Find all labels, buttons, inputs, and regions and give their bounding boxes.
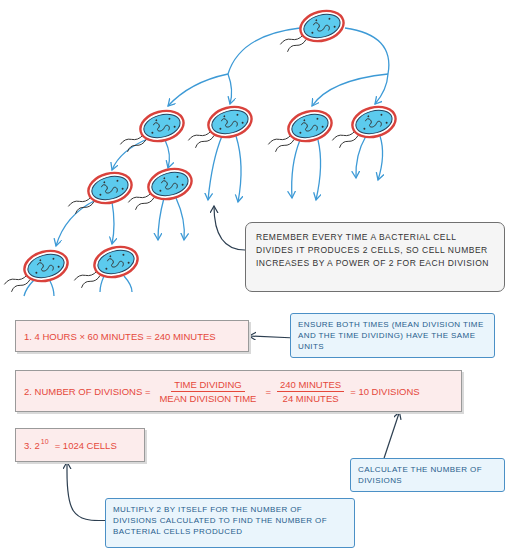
text-group: = [265,386,271,397]
division-arrow [236,136,241,202]
leader-arrow [214,206,245,250]
division-arrow [356,136,366,178]
bacterial-cell [115,106,188,153]
step-box: 2. NUMBER OF DIVISIONS = TIME DIVIDINGMEA… [15,370,462,412]
box-text: CALCULATE THE NUMBER OF DIVISIONS [358,465,482,485]
division-arrow [316,140,321,200]
box-text: = [265,386,271,397]
division-arrow [165,140,169,168]
division-arrow [100,276,104,292]
box-text: 2. NUMBER OF DIVISIONS = [24,386,150,397]
division-arrow [208,136,222,200]
note-box: REMEMBER EVERY TIME A BACTERIAL CELL DIV… [245,222,505,292]
connector-arrow [384,412,399,458]
division-arrow [158,198,164,240]
bacterial-cell [123,164,196,211]
box-text: ENSURE BOTH TIMES (MEAN DIVISION TIME AN… [298,320,484,351]
box-text: = 10 DIVISIONS [350,386,419,397]
text-group: 1. 4 HOURS × 60 MINUTES = 240 MINUTES [24,331,216,342]
exponent: 10 [41,438,49,445]
bacterial-cell [69,242,142,289]
tip-box: MULTIPLY 2 BY ITSELF FOR THE NUMBER OF D… [105,498,355,548]
division-arrow [228,74,232,104]
division-arrow [168,74,228,106]
bacterial-cell [327,102,400,149]
text-group: ENSURE BOTH TIMES (MEAN DIVISION TIME AN… [298,319,487,352]
division-arrow [112,202,114,244]
division-arrow [378,136,383,180]
box-text: 24 MINUTES [280,392,342,404]
text-group: 3. 2 [24,440,40,451]
division-arrow [50,281,54,296]
box-text: 3. 2 [24,440,40,451]
bacterial-cell [263,106,336,153]
connector-arrow [249,336,290,338]
division-arrow [345,28,389,74]
division-arrow [375,74,388,104]
division-arrow [292,140,300,198]
box-text: MEAN DIVISION TIME [156,392,259,404]
box-text: MULTIPLY 2 BY ITSELF FOR THE NUMBER OF D… [113,505,327,536]
text-group: 2. NUMBER OF DIVISIONS = [24,386,150,397]
box-text: = 1024 CELLS [55,440,117,451]
bacterial-cell [63,168,136,215]
division-arrow [112,138,150,170]
text-group: MULTIPLY 2 BY ITSELF FOR THE NUMBER OF D… [113,504,347,537]
box-text: REMEMBER EVERY TIME A BACTERIAL CELL DIV… [256,232,489,268]
step-box: 1. 4 HOURS × 60 MINUTES = 240 MINUTES [15,320,249,352]
division-arrow [312,74,388,106]
connector-arrow [67,462,105,521]
text-group: REMEMBER EVERY TIME A BACTERIAL CELL DIV… [256,231,494,270]
text-group: = 1024 CELLS [55,440,117,451]
division-arrow [176,198,184,240]
box-text: 240 MINUTES [277,379,344,392]
fraction: TIME DIVIDINGMEAN DIVISION TIME [156,379,259,404]
step-box: 3. 210 = 1024 CELLS [15,428,145,462]
division-arrow [56,200,96,246]
bacterial-cell [0,246,71,293]
text-group: CALCULATE THE NUMBER OF DIVISIONS [358,464,497,486]
box-text: TIME DIVIDING [171,379,245,392]
text-group: = 10 DIVISIONS [350,386,419,397]
fraction: 240 MINUTES24 MINUTES [277,379,344,404]
division-arrow [228,28,300,74]
box-text: 1. 4 HOURS × 60 MINUTES = 240 MINUTES [24,331,216,342]
bacterial-cell [183,102,256,149]
division-arrow [124,276,132,292]
division-arrow [24,280,34,296]
bacterial-cell [275,6,348,53]
tip-box: CALCULATE THE NUMBER OF DIVISIONS [350,458,505,492]
tip-box: ENSURE BOTH TIMES (MEAN DIVISION TIME AN… [290,313,495,358]
